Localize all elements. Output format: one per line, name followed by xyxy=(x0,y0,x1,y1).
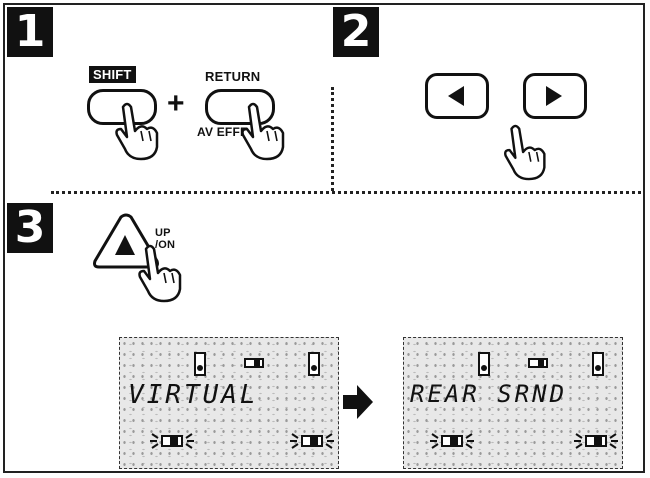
rear-speaker-left-icon xyxy=(150,433,194,449)
speaker-icon xyxy=(308,352,320,376)
right-triangle-icon xyxy=(546,86,562,106)
divider xyxy=(331,87,334,191)
speaker-icon xyxy=(478,352,490,376)
left-arrow-key[interactable] xyxy=(425,73,489,119)
instruction-panel: 1 SHIFT + RETURN AV EFFE 2 3 UP /O xyxy=(3,3,645,473)
speaker-icon xyxy=(592,352,604,376)
right-arrow-key[interactable] xyxy=(523,73,587,119)
rear-speaker-left-icon xyxy=(430,433,474,449)
rear-speaker-right-icon xyxy=(574,433,618,449)
hand-press-icon xyxy=(115,102,159,161)
step-1-number: 1 xyxy=(7,7,53,57)
lcd-display-after: REAR SRND xyxy=(403,337,623,469)
speaker-icon xyxy=(244,358,264,368)
shift-label: SHIFT xyxy=(89,66,136,83)
lcd-text: REAR SRND xyxy=(410,380,568,408)
lcd-display-before: VIRTUAL xyxy=(119,337,339,469)
divider xyxy=(51,191,641,194)
lcd-text: VIRTUAL xyxy=(128,380,259,410)
speaker-icon xyxy=(194,352,206,376)
step-2-number: 2 xyxy=(333,7,379,57)
left-triangle-icon xyxy=(448,86,464,106)
shift-key[interactable] xyxy=(87,89,157,125)
return-key[interactable] xyxy=(205,89,275,125)
speaker-icon xyxy=(528,358,548,368)
hand-press-icon xyxy=(138,244,182,303)
return-label: RETURN xyxy=(205,69,261,84)
hand-press-icon xyxy=(504,124,546,181)
av-effect-label: AV EFFE xyxy=(197,125,249,139)
plus-sign: + xyxy=(167,87,185,120)
rear-speaker-right-icon xyxy=(290,433,334,449)
step-3-number: 3 xyxy=(7,203,53,253)
up-label: UP xyxy=(155,227,171,239)
arrow-right-icon xyxy=(343,385,373,419)
hand-press-icon xyxy=(241,102,285,161)
on-label: /ON xyxy=(155,239,176,251)
